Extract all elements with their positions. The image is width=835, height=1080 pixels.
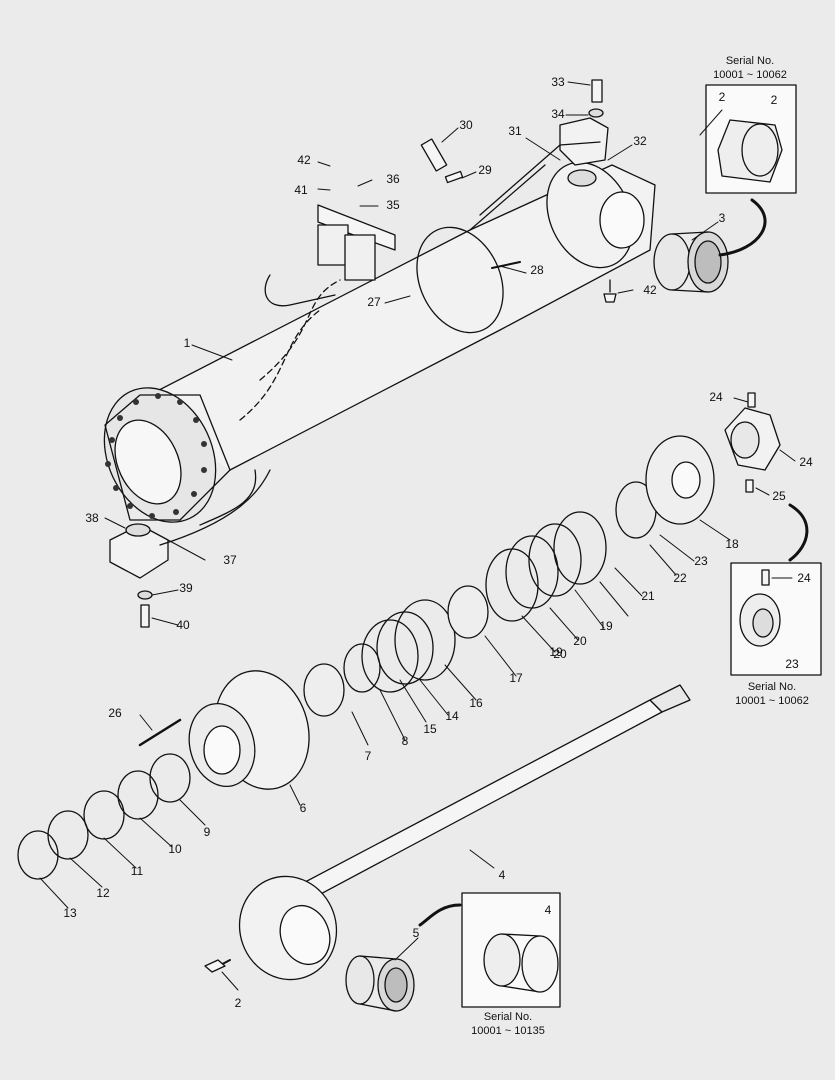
cylinder-tube [103, 161, 656, 526]
callout-15: 15 [423, 722, 437, 736]
callout-42: 42 [297, 153, 311, 167]
callout-8: 8 [402, 734, 409, 748]
serial-part-bottom: 4 [545, 903, 552, 917]
callout-6: 6 [300, 801, 307, 815]
callout-31: 31 [508, 124, 522, 138]
callout-24: 24 [799, 455, 813, 469]
serial-box-top [705, 84, 797, 257]
callout-40: 40 [176, 618, 190, 632]
rod-cover [138, 670, 310, 790]
callout-39: 39 [179, 581, 193, 595]
callout-20: 20 [553, 647, 567, 661]
top-port-block [559, 79, 609, 187]
serial-heading-right: Serial No. [748, 681, 796, 693]
bushing-2 [653, 231, 729, 293]
serial-box-right [730, 503, 822, 676]
callout-labels: 1234567891011121314151617181919202021222… [63, 75, 813, 1010]
callout-27: 27 [367, 295, 381, 309]
serial-range-top: 10001 ~ 10062 [713, 69, 787, 81]
serial-part-right-a: 24 [797, 571, 811, 585]
callout-14: 14 [445, 709, 459, 723]
serial-range-right: 10001 ~ 10062 [735, 695, 809, 707]
callout-24: 24 [709, 390, 723, 404]
callout-19: 19 [599, 619, 613, 633]
callout-2: 2 [235, 996, 242, 1010]
callout-35: 35 [386, 198, 400, 212]
callout-32: 32 [633, 134, 647, 148]
callout-18: 18 [725, 537, 739, 551]
callout-33: 33 [551, 75, 565, 89]
callout-29: 29 [478, 163, 492, 177]
callout-12: 12 [96, 886, 110, 900]
callout-3: 3 [719, 211, 726, 225]
callout-20: 20 [573, 634, 587, 648]
callout-25: 25 [772, 489, 786, 503]
callout-26: 26 [108, 706, 122, 720]
callout-13: 13 [63, 906, 77, 920]
callout-11: 11 [131, 864, 144, 878]
callout-9: 9 [204, 825, 211, 839]
callout-22: 22 [673, 571, 687, 585]
callout-28: 28 [530, 263, 544, 277]
callout-36: 36 [386, 172, 400, 186]
callout-37: 37 [223, 553, 237, 567]
callout-41: 41 [294, 183, 308, 197]
callout-2: 2 [719, 90, 726, 104]
callout-42: 42 [643, 283, 657, 297]
callout-19: 19 [549, 645, 563, 659]
tube-bracket [317, 204, 396, 281]
callout-21: 21 [641, 589, 655, 603]
callout-5: 5 [413, 926, 420, 940]
callout-1: 1 [184, 336, 191, 350]
callout-34: 34 [551, 107, 565, 121]
piston-nut [724, 392, 781, 493]
callout-16: 16 [469, 696, 483, 710]
bottom-port-block [109, 523, 169, 628]
callout-23: 23 [694, 554, 708, 568]
flange-bolt-holes [105, 393, 207, 519]
callout-7: 7 [365, 749, 372, 763]
rod-seals [17, 599, 456, 880]
callout-10: 10 [168, 842, 182, 856]
leader-lines [39, 81, 796, 991]
piston-assembly [447, 435, 715, 639]
callout-38: 38 [85, 511, 99, 525]
serial-heading-top: Serial No. [726, 55, 774, 67]
bushing-4 [345, 955, 415, 1012]
callout-4: 4 [499, 868, 506, 882]
callout-17: 17 [509, 671, 523, 685]
serial-box-bottom [418, 892, 561, 1008]
callout-30: 30 [459, 118, 473, 132]
serial-range-bottom: 10001 ~ 10135 [471, 1025, 545, 1037]
piston-rod [214, 684, 691, 981]
serial-heading-bottom: Serial No. [484, 1011, 532, 1023]
serial-part-top: 2 [771, 93, 778, 107]
serial-part-right-b: 23 [785, 657, 799, 671]
